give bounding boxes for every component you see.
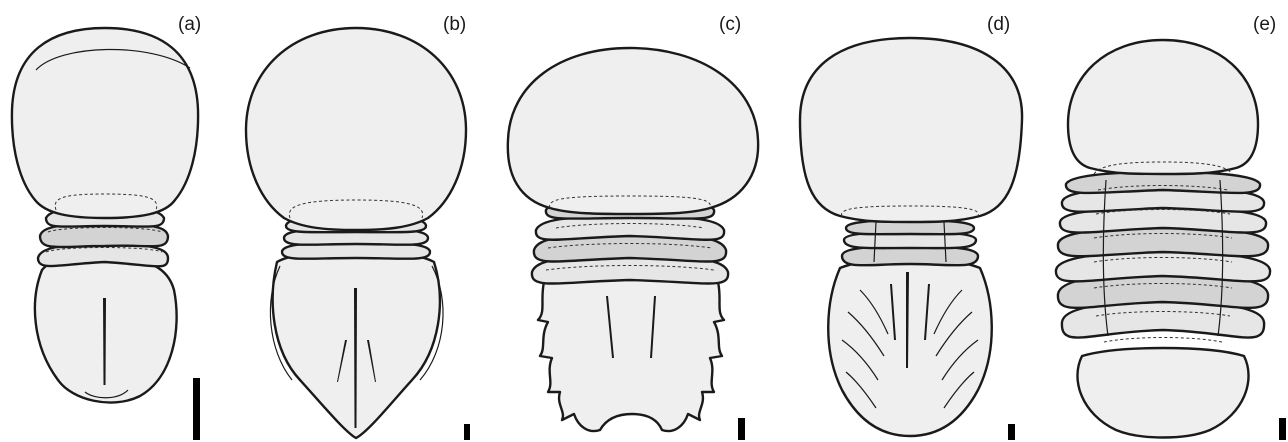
scale-bar-c xyxy=(738,418,745,440)
scale-bar-b xyxy=(464,424,470,440)
specimen-c-pygidium xyxy=(538,274,724,431)
specimen-e-cephalon xyxy=(1068,40,1258,174)
specimen-c xyxy=(508,48,758,440)
scale-bar-e xyxy=(1279,418,1286,440)
specimen-b-pygidium-groove-center xyxy=(354,288,357,428)
specimen-d xyxy=(800,38,1022,440)
specimen-e-pygidium xyxy=(1077,348,1248,438)
specimen-e xyxy=(1056,40,1286,440)
specimen-a-pygidium-groove xyxy=(103,298,106,385)
specimen-d-pygidium xyxy=(828,258,992,436)
specimen-b-cephalon xyxy=(246,28,466,230)
specimen-d-cephalon xyxy=(800,38,1022,222)
scale-bar-d xyxy=(1008,424,1015,440)
specimen-c-cephalon xyxy=(508,48,758,214)
specimen-a-cephalon xyxy=(12,28,198,218)
scale-bar-a xyxy=(193,378,200,440)
specimen-b xyxy=(246,28,470,440)
specimen-a xyxy=(12,28,200,440)
